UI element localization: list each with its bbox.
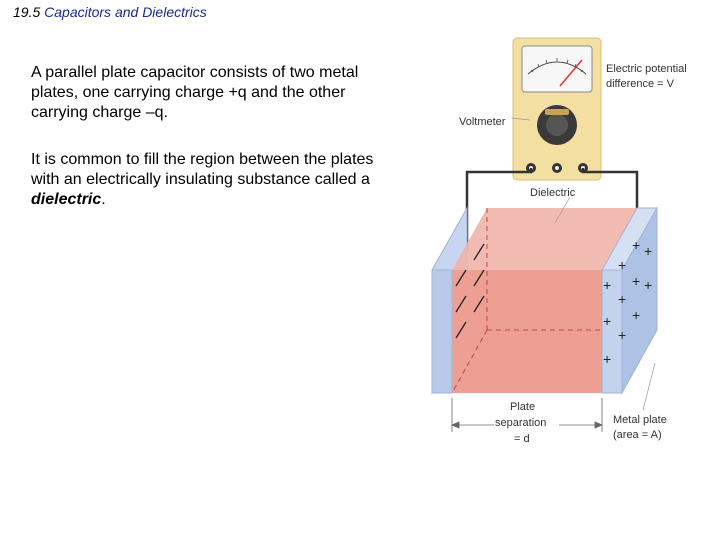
paragraph-dielectric-text: It is common to fill the region between …: [31, 151, 374, 188]
right-plate-front: [601, 269, 623, 394]
slide-title: 19.5 Capacitors and Dielectrics: [13, 4, 207, 20]
voltmeter-switch-marker: [545, 109, 569, 115]
voltmeter-knob-center: [546, 114, 568, 136]
dial-needle: [559, 59, 583, 87]
dial-arc: [527, 61, 587, 75]
section-title: Capacitors and Dielectrics: [44, 4, 207, 20]
svg-text:+: +: [632, 307, 640, 323]
plate-separation-label-3: = d: [514, 433, 530, 445]
svg-text:+: +: [644, 277, 652, 293]
potential-label-line1: Electric potential: [606, 63, 687, 75]
positive-charges: + + + + + + + + + + +: [603, 237, 652, 367]
metal-plate-label-1: Metal plate: [613, 414, 667, 426]
plate-separation-dimension: [450, 398, 604, 432]
paragraph-dielectric-end: .: [101, 191, 106, 208]
plate-separation-label-1: Plate: [510, 401, 535, 413]
dial-ticks: [530, 58, 584, 73]
plate-separation-label-2: separation: [495, 417, 546, 429]
dielectric-label: Dielectric: [530, 187, 576, 199]
dielectric-front-face: [452, 270, 602, 393]
svg-text:+: +: [618, 291, 626, 307]
paragraph-dielectric: It is common to fill the region between …: [31, 150, 376, 210]
capacitor-figure: + + + + + + + + + + + Voltmeter Electric…: [431, 37, 687, 445]
svg-text:+: +: [618, 257, 626, 273]
negative-charges: [455, 243, 485, 339]
paragraph-capacitor-definition: A parallel plate capacitor consists of t…: [31, 64, 359, 121]
svg-text:+: +: [632, 273, 640, 289]
svg-text:+: +: [603, 351, 611, 367]
svg-text:+: +: [618, 327, 626, 343]
metal-plate-label-2: (area = A): [613, 429, 662, 441]
voltmeter-dial: [521, 45, 593, 93]
dielectric-top-face: [452, 208, 637, 270]
svg-text:+: +: [603, 277, 611, 293]
section-number: 19.5: [13, 4, 41, 20]
wire-right: [581, 168, 639, 242]
voltmeter-label: Voltmeter: [459, 116, 506, 128]
potential-label-line2: difference = V: [606, 78, 675, 90]
svg-text:+: +: [644, 243, 652, 259]
dielectric-hidden-edges: [451, 208, 637, 394]
svg-text:+: +: [632, 237, 640, 253]
dielectric-term: dielectric: [31, 191, 102, 208]
svg-text:+: +: [603, 313, 611, 329]
left-plate-front: [431, 269, 453, 394]
